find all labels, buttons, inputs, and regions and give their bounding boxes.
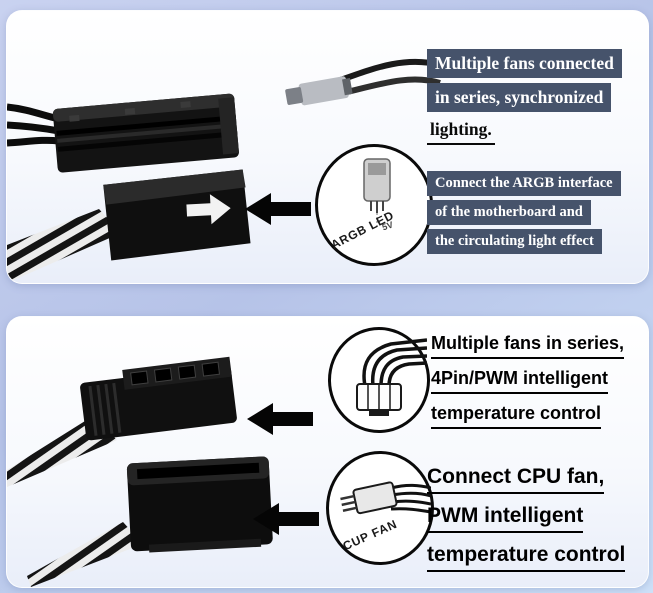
cpu-fan-connector-circle: CUP FAN xyxy=(326,451,434,565)
argb-plug-connector-image xyxy=(7,169,251,283)
argb-led-connector-drawing xyxy=(363,158,391,227)
argb-section-panel: 5V ARGB LED Multiple fans connected in s… xyxy=(6,10,649,284)
argb-interface-callout: Connect the ARGB interface of the mother… xyxy=(427,171,621,254)
callout-line: Multiple fans in series, xyxy=(431,333,625,359)
callout-line: lighting. xyxy=(427,117,495,145)
pwm-section-panel: CUP FAN Multiple fans in series, 4Pin/PW… xyxy=(6,316,649,588)
callout-line: Multiple fans connected xyxy=(427,49,622,78)
argb-led-connector-circle: 5V ARGB LED xyxy=(315,144,433,266)
callout-line: of the motherboard and xyxy=(427,200,591,225)
callout-line: Connect the ARGB interface xyxy=(427,171,621,196)
argb-splitter-connector-image xyxy=(7,93,240,173)
cpu-fan-callout: Connect CPU fan, PWM intelligent tempera… xyxy=(427,465,626,572)
left-arrow-icon xyxy=(245,193,311,225)
series-lighting-callout: Multiple fans connected in series, synch… xyxy=(427,49,622,145)
callout-line: PWM intelligent xyxy=(427,504,584,533)
cpu-fan-connector-drawing xyxy=(340,481,432,515)
callout-line: 4Pin/PWM intelligent xyxy=(431,368,609,394)
callout-line: Connect CPU fan, xyxy=(427,465,605,494)
pwm-connector-circle xyxy=(328,327,430,433)
callout-line: the circulating light effect xyxy=(427,229,602,254)
callout-line: temperature control xyxy=(431,403,602,429)
callout-line: temperature control xyxy=(427,543,626,572)
pwm-fan-connector-image xyxy=(7,356,237,487)
left-arrow-icon xyxy=(253,503,319,535)
cpu-fan-connector-image xyxy=(27,456,273,587)
callout-line: in series, synchronized xyxy=(427,83,612,112)
left-arrow-icon xyxy=(247,403,313,435)
wired-connector-image xyxy=(285,58,441,106)
pwm-series-callout: Multiple fans in series, 4Pin/PWM intell… xyxy=(431,333,625,429)
pwm-connector-drawing xyxy=(356,338,428,416)
